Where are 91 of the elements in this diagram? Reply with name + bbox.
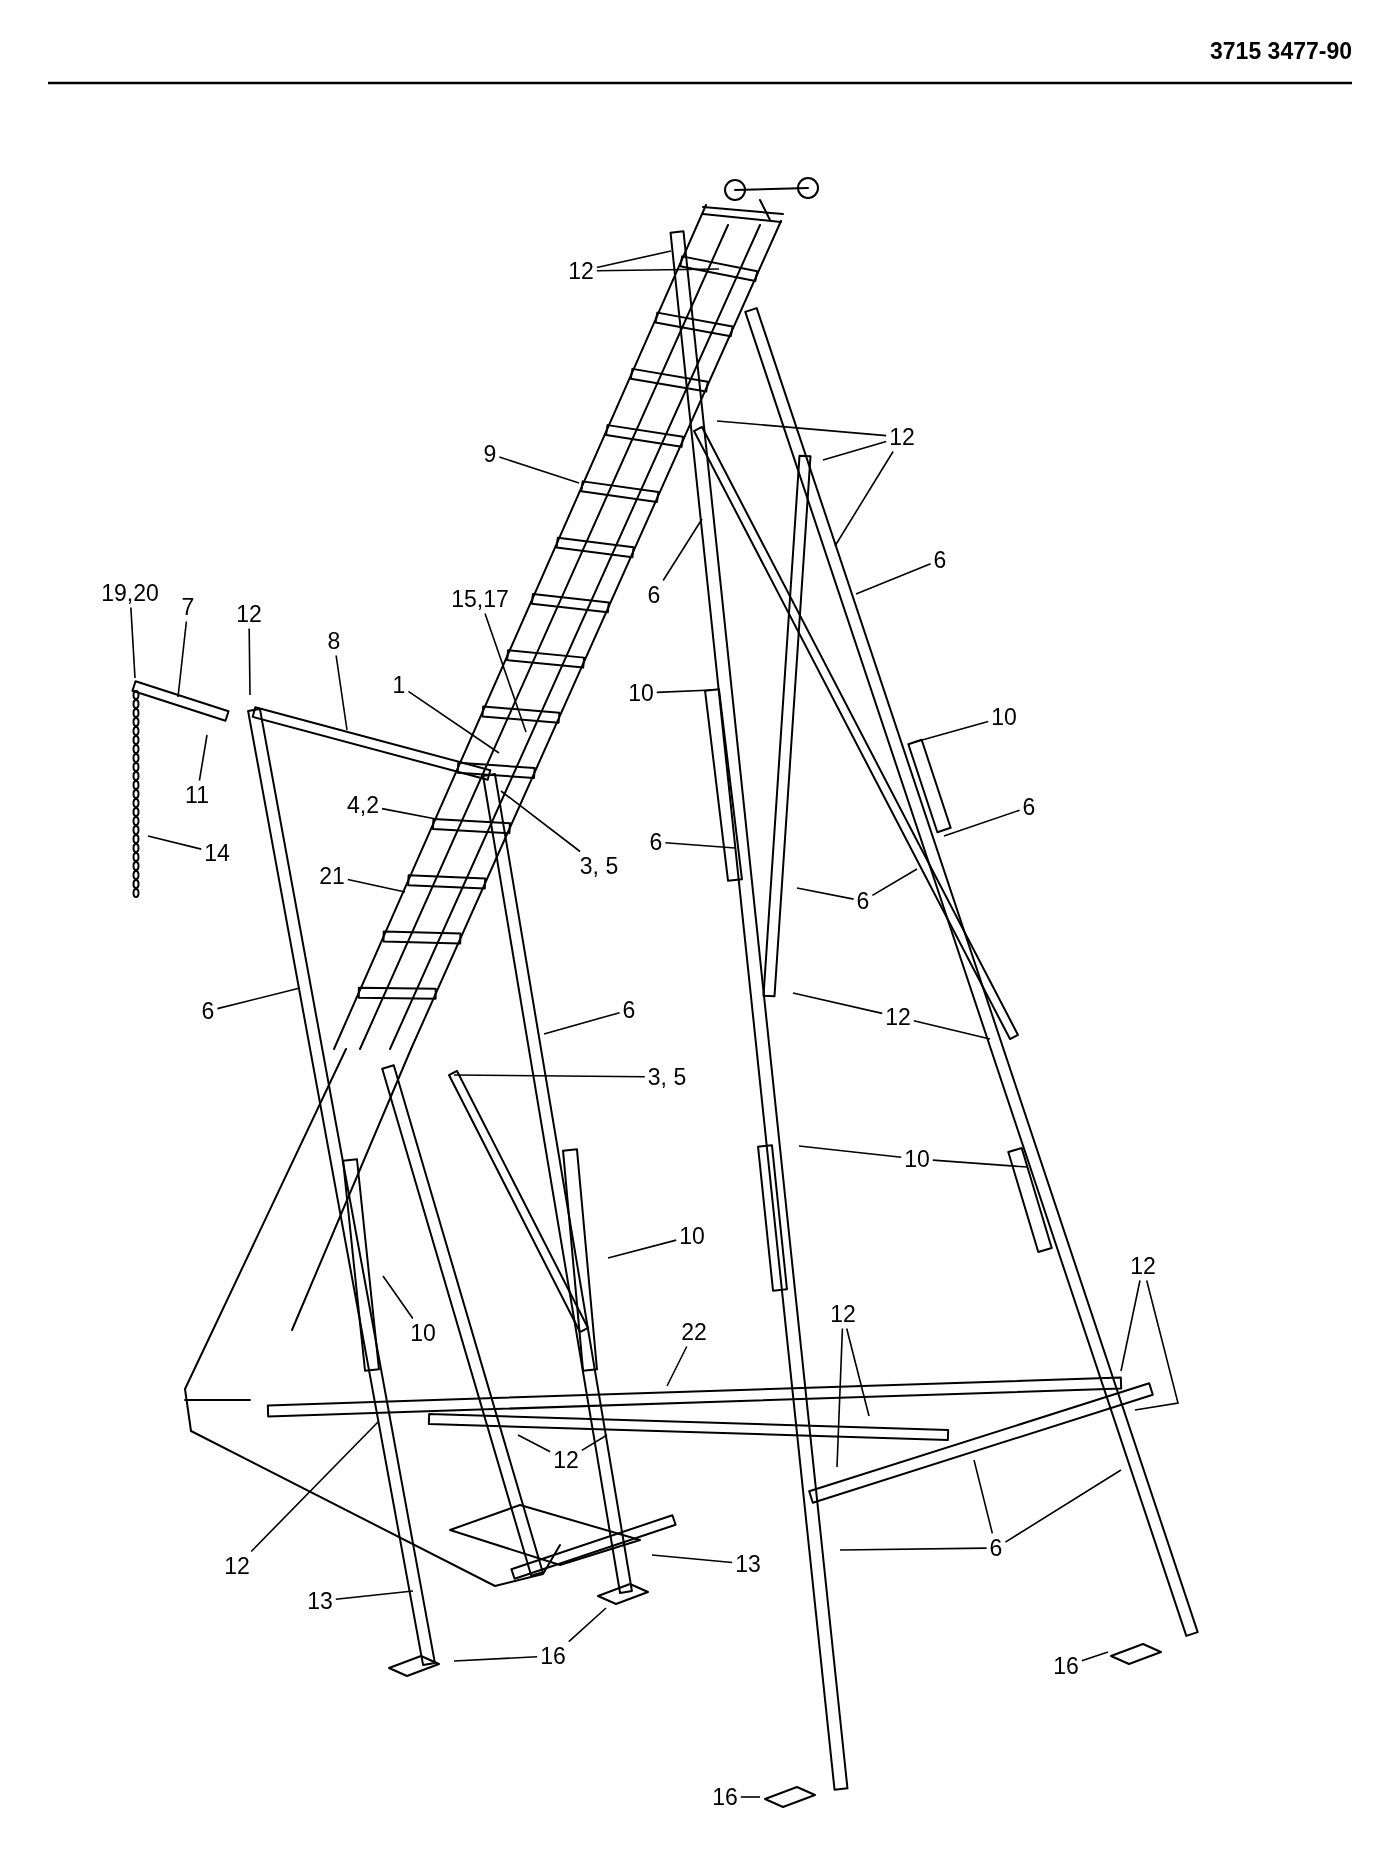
leader-line [666,1345,688,1387]
callout-number: 19,20 [101,581,159,605]
callout-number: 1 [392,673,406,697]
callout-number: 6 [647,583,661,607]
leader-line [845,1327,870,1417]
leader-line [656,689,713,694]
leader-line [248,627,251,696]
callout-number: 12 [224,1554,250,1578]
leader-line [822,440,887,461]
leader-line [453,1656,538,1662]
callout-number: 14 [204,841,230,865]
callout-number: 7 [181,595,195,619]
callout-number: 13 [307,1589,333,1613]
document-number: 3715 3477-90 [1210,38,1352,65]
leader-line [1120,1279,1141,1372]
callout-number: 6 [622,998,636,1022]
leader-line [498,456,580,484]
leader-line [500,790,581,853]
callout-number: 3, 5 [647,1065,687,1089]
leader-line [796,887,855,900]
callout-number: 6 [933,548,947,572]
leader-line [517,1434,551,1453]
leader-line [381,807,437,820]
leader-line [716,420,887,437]
leader-line [651,1554,733,1564]
leader-line [662,518,703,582]
callout-number: 16 [1053,1654,1079,1678]
callout-number: 10 [991,705,1017,729]
leader-line [932,1159,1028,1168]
leader-line [839,1547,988,1551]
callout-number: 13 [735,1552,761,1576]
leader-line [177,620,188,698]
leader-line [1004,1469,1122,1543]
leader-line [914,720,989,743]
leader-line [147,835,202,850]
leader-line [836,1327,844,1468]
leader-line [596,268,720,272]
callout-number: 8 [327,629,341,653]
leader-line [973,1459,994,1535]
callout-number: 16 [540,1644,566,1668]
callout-number: 12 [236,602,262,626]
callout-number: 6 [649,830,663,854]
callout-number: 10 [904,1147,930,1171]
callout-number: 21 [319,864,345,888]
callout-number: 3, 5 [579,854,619,878]
callout-number: 10 [679,1224,705,1248]
callout-number: 22 [681,1320,707,1344]
leader-line [664,841,736,849]
leader-line [943,809,1021,837]
leader-line [453,1074,646,1078]
leader-line [484,612,527,733]
leader-line [581,1434,608,1452]
callout-number: 6 [1022,795,1036,819]
callout-number: 16 [712,1785,738,1809]
leader-line [913,1020,991,1040]
leader-line [798,1145,902,1159]
callout-number: 15,17 [451,587,509,611]
leader-line [871,868,918,897]
callout-number: 9 [483,442,497,466]
leader-line [792,992,883,1015]
leader-line [607,1239,677,1259]
callout-number: 11 [185,783,209,807]
leader-line [130,606,136,679]
leader-line [250,1421,379,1553]
callout-number: 10 [628,681,654,705]
callout-number: 12 [889,425,915,449]
callout-number: 6 [989,1536,1003,1560]
leader-line [543,1011,621,1035]
leader-line [407,690,500,754]
leader-line [1134,1279,1179,1411]
leader-line [855,563,932,595]
leader-line [596,250,672,269]
callout-number: 4,2 [347,793,379,817]
callout-number: 6 [201,999,215,1023]
callout-number: 12 [830,1302,856,1326]
leader-line [740,1796,761,1798]
callout-number: 6 [856,889,870,913]
leader-line [382,1275,414,1320]
callout-number: 12 [1130,1254,1156,1278]
leader-line [198,734,208,782]
leader-line [335,654,348,731]
leader-line [347,878,406,893]
leader-line [335,1590,414,1601]
callout-number: 12 [885,1005,911,1029]
callout-number: 12 [568,259,594,283]
callout-number: 12 [553,1448,579,1472]
leader-line [568,1607,607,1643]
leader-line [1081,1651,1109,1662]
leader-line [834,450,894,547]
leader-line [216,987,301,1010]
callout-number: 10 [410,1321,436,1345]
